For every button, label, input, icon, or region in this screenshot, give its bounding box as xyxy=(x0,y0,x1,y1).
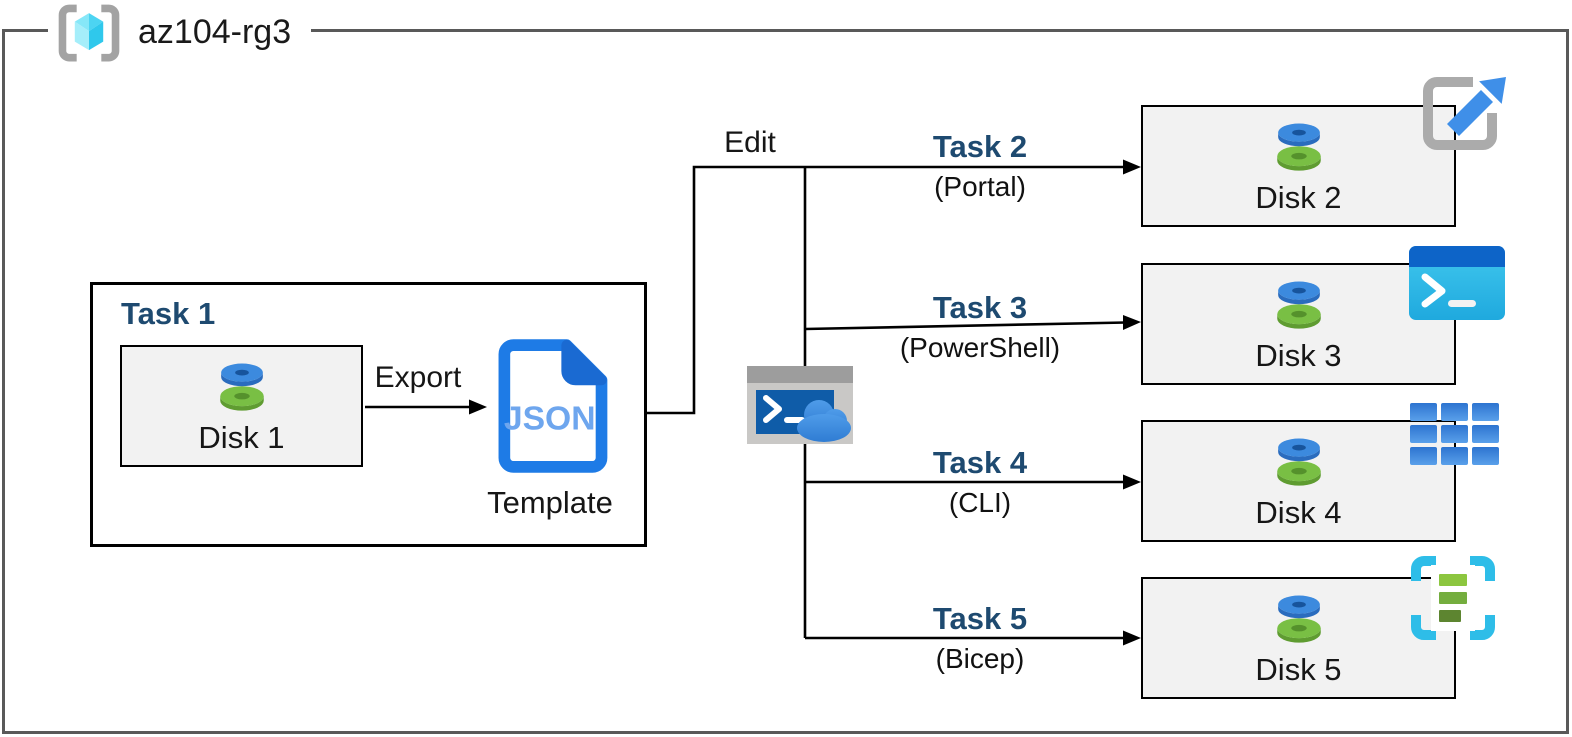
cloud-shell-icon xyxy=(747,366,853,444)
task1-box: Task 1 Disk 1 Export JSON Template xyxy=(90,282,647,547)
resource-group-icon xyxy=(58,4,120,62)
export-label: Export xyxy=(374,361,462,394)
template-label: Template xyxy=(487,485,613,520)
disk-stack-icon xyxy=(213,359,271,417)
disk1-label: Disk 1 xyxy=(198,420,285,455)
task2-label: Task 2 xyxy=(932,129,1028,164)
task4-label: Task 4 xyxy=(932,445,1028,480)
disk2-label: Disk 2 xyxy=(1255,180,1342,215)
disk4-card: Disk 4 xyxy=(1141,420,1456,542)
disk4-label: Disk 4 xyxy=(1255,495,1342,530)
task1-title: Task 1 xyxy=(121,296,216,331)
task5-tool-label: (Bicep) xyxy=(935,643,1025,674)
disk-stack-icon xyxy=(1270,591,1328,649)
cli-grid-icon xyxy=(1410,403,1499,465)
json-template-icon: JSON xyxy=(498,339,608,473)
task3-label: Task 3 xyxy=(932,290,1028,325)
disk1-card: Disk 1 xyxy=(120,345,363,467)
disk-stack-icon xyxy=(1270,119,1328,177)
bicep-template-icon xyxy=(1411,556,1495,640)
disk-stack-icon xyxy=(1270,277,1328,335)
edit-label: Edit xyxy=(724,126,776,159)
disk2-card: Disk 2 xyxy=(1141,105,1456,227)
disk-stack-icon xyxy=(1270,434,1328,492)
portal-launch-icon xyxy=(1423,77,1506,150)
json-icon-label: JSON xyxy=(504,400,596,437)
resource-group-label: az104-rg3 xyxy=(138,13,292,51)
task3-tool-label: (PowerShell) xyxy=(899,332,1061,363)
disk5-label: Disk 5 xyxy=(1255,652,1342,687)
disk3-label: Disk 3 xyxy=(1255,338,1342,373)
task4-tool-label: (CLI) xyxy=(948,487,1012,518)
task5-label: Task 5 xyxy=(932,601,1028,636)
powershell-icon xyxy=(1409,246,1505,320)
task2-tool-label: (Portal) xyxy=(934,171,1026,202)
disk5-card: Disk 5 xyxy=(1141,577,1456,699)
